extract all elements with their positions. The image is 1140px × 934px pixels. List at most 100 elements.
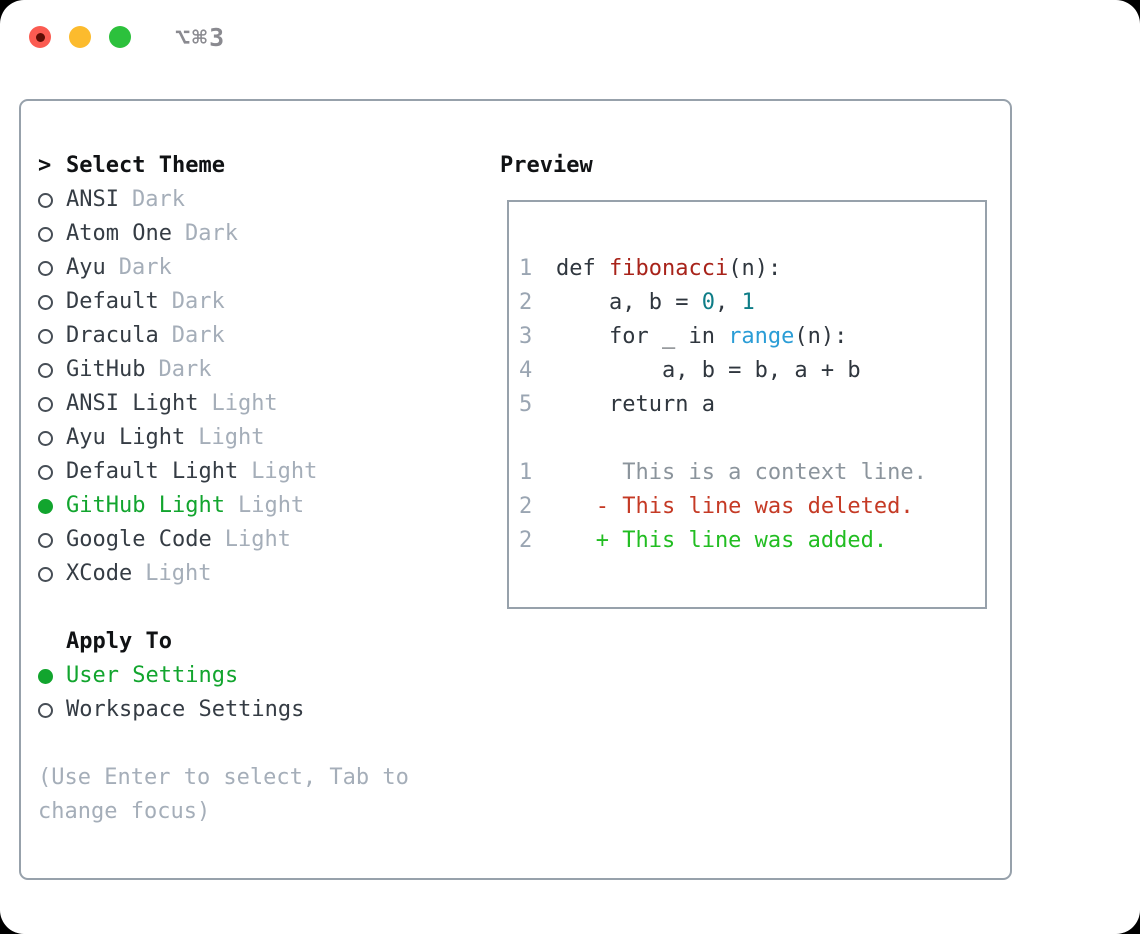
option-variant-label: Light xyxy=(251,459,318,484)
apply-to-title: Apply To xyxy=(66,629,172,654)
radio-unselected-icon xyxy=(38,702,66,718)
code-segment-number: 0 xyxy=(701,290,715,315)
option-label: Workspace Settings xyxy=(66,697,305,722)
code-segment-function: fibonacci xyxy=(608,256,729,281)
code-segment-plain: return a xyxy=(556,392,715,417)
ring-icon xyxy=(38,396,53,412)
theme-option[interactable]: GitHub Dark xyxy=(38,353,458,387)
code-segment-plain: a, b = xyxy=(556,290,702,315)
radio-unselected-icon xyxy=(38,192,66,208)
radio-selected-icon xyxy=(38,498,66,514)
ring-icon xyxy=(38,566,53,582)
preview-line xyxy=(519,422,985,456)
option-variant-label: Dark xyxy=(171,323,225,348)
select-theme-title: Select Theme xyxy=(66,153,225,178)
line-number: 1 xyxy=(519,460,533,485)
code-segment-plain: , xyxy=(714,290,742,315)
line-number: 4 xyxy=(519,358,533,383)
code-segment-number: 1 xyxy=(741,290,755,315)
preview-line: 1 This is a context line. xyxy=(519,456,985,490)
filled-bullet-icon xyxy=(38,668,53,684)
theme-option[interactable]: Dracula Dark xyxy=(38,319,458,353)
option-label: Dracula xyxy=(66,323,159,348)
apply-to-option[interactable]: User Settings xyxy=(38,659,458,693)
radio-unselected-icon xyxy=(38,226,66,242)
option-variant-label: Dark xyxy=(184,221,238,246)
spacer xyxy=(38,727,458,761)
option-variant-label: Dark xyxy=(118,255,172,280)
option-variant-label: Light xyxy=(237,493,305,518)
option-label: GitHub Light xyxy=(66,493,225,518)
spacer xyxy=(38,591,458,625)
close-button[interactable] xyxy=(29,26,51,48)
code-segment-builtin: range xyxy=(728,324,795,349)
preview-line: 1 def fibonacci(n): xyxy=(519,252,985,286)
radio-selected-icon xyxy=(38,668,66,684)
preview-line: 2 a, b = 0, 1 xyxy=(519,286,985,320)
radio-unselected-icon xyxy=(38,532,66,548)
option-variant-label: Light xyxy=(224,527,291,552)
filled-bullet-icon xyxy=(38,498,53,514)
ring-icon xyxy=(38,702,53,718)
option-variant-label: Light xyxy=(145,561,212,586)
code-segment-plain: (n): xyxy=(794,324,848,349)
option-label: Ayu xyxy=(66,255,106,280)
radio-unselected-icon xyxy=(38,328,66,344)
maximize-button[interactable] xyxy=(109,26,131,48)
option-label: User Settings xyxy=(66,663,239,688)
prompt-caret-icon: > xyxy=(38,153,52,178)
code-segment-context: This is a context line. xyxy=(556,460,927,485)
keyboard-shortcut-label: ⌥⌘3 xyxy=(175,22,227,52)
option-label: XCode xyxy=(66,561,133,586)
select-theme-header-row: > Select Theme xyxy=(38,149,458,183)
minimize-button[interactable] xyxy=(69,26,91,48)
window-titlebar: ⌥⌘3 xyxy=(29,23,226,52)
theme-option[interactable]: XCode Light xyxy=(38,557,458,591)
ring-icon xyxy=(38,294,53,310)
theme-option[interactable]: Ayu Dark xyxy=(38,251,458,285)
ring-icon xyxy=(38,260,53,276)
option-variant-label: Light xyxy=(198,425,265,450)
ring-icon xyxy=(38,430,53,446)
radio-unselected-icon xyxy=(38,430,66,446)
line-number: 1 xyxy=(519,256,533,281)
code-segment-plain: def xyxy=(556,256,609,281)
theme-option[interactable]: Default Light Light xyxy=(38,455,458,489)
option-label: Default Light xyxy=(66,459,239,484)
line-number xyxy=(519,422,556,456)
option-label: Atom One xyxy=(66,221,172,246)
radio-unselected-icon xyxy=(38,294,66,310)
theme-option[interactable]: Atom One Dark xyxy=(38,217,458,251)
apply-to-header-row: Apply To xyxy=(38,625,458,659)
ring-icon xyxy=(38,464,53,480)
line-number: 5 xyxy=(519,392,533,417)
theme-option[interactable]: GitHub Light Light xyxy=(38,489,458,523)
preview-line: 2 - This line was deleted. xyxy=(519,490,985,524)
option-label: Google Code xyxy=(66,527,212,552)
ring-icon xyxy=(38,328,53,344)
option-variant-label: Dark xyxy=(158,357,212,382)
preview-line: 3 for _ in range(n): xyxy=(519,320,985,354)
theme-option[interactable]: Google Code Light xyxy=(38,523,458,557)
ring-icon xyxy=(38,532,53,548)
radio-unselected-icon xyxy=(38,260,66,276)
line-number: 3 xyxy=(519,324,533,349)
close-button-dot-icon xyxy=(35,32,45,42)
keyboard-hint-text: (Use Enter to select, Tab to change focu… xyxy=(38,765,409,824)
option-label: GitHub xyxy=(66,357,146,382)
code-segment-added: + This line was added. xyxy=(556,528,888,553)
option-label: ANSI xyxy=(66,187,119,212)
apply-to-option[interactable]: Workspace Settings xyxy=(38,693,458,727)
code-segment-plain: (n): xyxy=(728,256,782,281)
preview-line: 2 + This line was added. xyxy=(519,524,985,558)
line-number: 2 xyxy=(519,494,533,519)
